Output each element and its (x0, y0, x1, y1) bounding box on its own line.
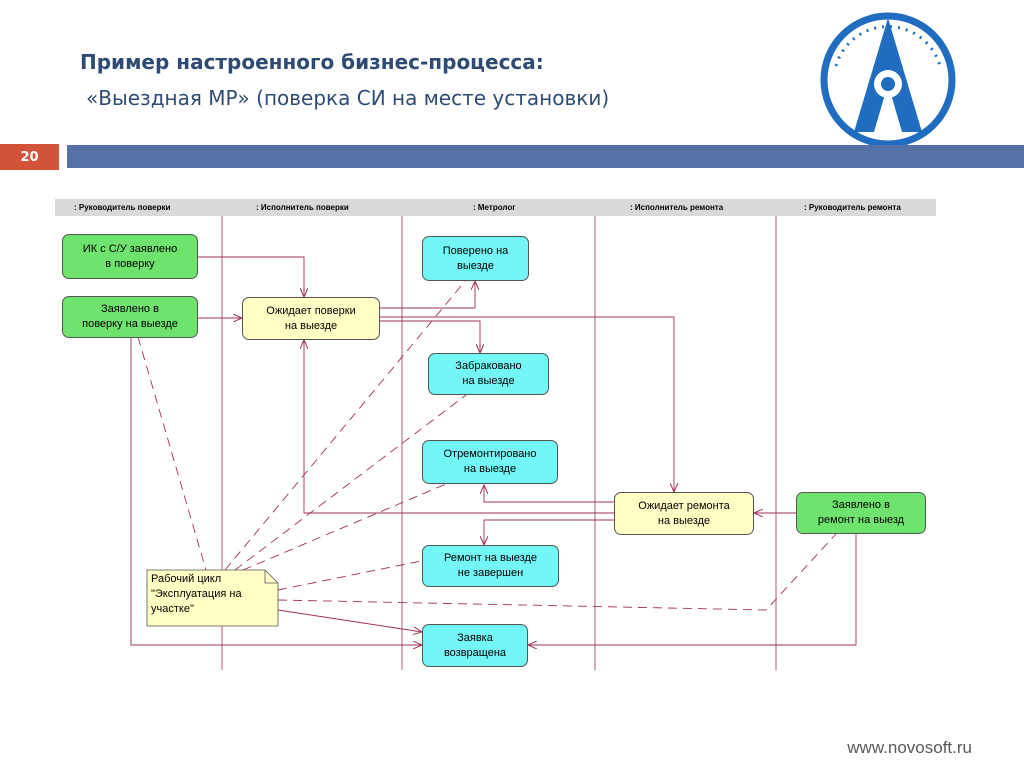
note-working-cycle: Рабочий цикл "Эксплуатация на участке" (151, 573, 242, 615)
slide-title: Пример настроенного бизнес-процесса: (80, 50, 544, 74)
note-link (277, 533, 837, 611)
state-ik-zayavleno[interactable]: ИК с С/У заявлено в поверку (62, 234, 198, 279)
lane-header-metrologist: : Метролог (473, 203, 516, 212)
state-otremontirovano[interactable]: Отремонтировано на выезде (422, 440, 558, 484)
slide-subtitle: «Выездная МР» (поверка СИ на месте устан… (86, 86, 610, 110)
transition-line (380, 320, 480, 353)
swimlane-header-bar (55, 199, 936, 216)
header-bar (67, 145, 1024, 168)
transition-line (484, 485, 614, 503)
transition-line (528, 534, 857, 645)
lane-header-verification-head: : Руководитель поверки (74, 203, 171, 212)
swimlane-separators (221, 216, 777, 670)
note-shape (146, 569, 279, 627)
transition-line (277, 609, 422, 632)
state-povereno[interactable]: Поверено на выезде (422, 236, 529, 281)
transition-line (198, 256, 304, 297)
note-links (137, 279, 837, 611)
lane-header-repair-head: : Руководитель ремонта (804, 203, 901, 212)
state-remont-ne-zavershen[interactable]: Ремонт на выезде не завершен (422, 545, 559, 587)
footer-url[interactable]: www.novosoft.ru (847, 738, 972, 757)
state-zayavleno-v-remont[interactable]: Заявлено в ремонт на выезд (796, 492, 926, 534)
lane-header-verification-executor: : Исполнитель поверки (256, 203, 349, 212)
note-link (224, 279, 467, 571)
transition-line (380, 281, 475, 309)
transition-line (484, 519, 614, 545)
state-zayavka-vozvraschena[interactable]: Заявка возвращена (422, 624, 528, 667)
note-link (242, 483, 447, 571)
slide-number: 20 (0, 144, 59, 170)
transition-line (304, 340, 614, 514)
lane-header-repair-executor: : Исполнитель ремонта (630, 203, 724, 212)
transition-line (380, 316, 674, 492)
note-link (137, 336, 207, 571)
note-link (277, 559, 427, 591)
state-zayavleno-v-poverku[interactable]: Заявлено в поверку на выезде (62, 296, 198, 338)
state-zabrakovano[interactable]: Забраковано на выезде (428, 353, 549, 395)
note-link (234, 394, 467, 571)
state-ozhidaet-remonta[interactable]: Ожидает ремонта на выезде (614, 492, 754, 535)
state-ozhidaet-poverki[interactable]: Ожидает поверки на выезде (242, 297, 380, 340)
transitions (130, 256, 857, 645)
transition-line (130, 337, 422, 645)
